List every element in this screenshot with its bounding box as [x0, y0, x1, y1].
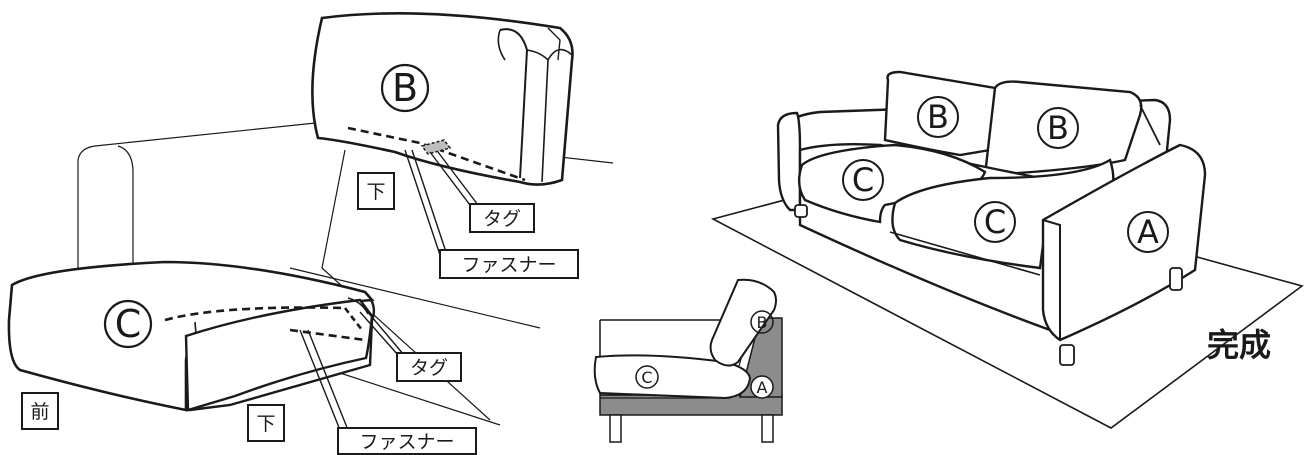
- part-letter-c: C: [115, 302, 142, 346]
- side-letter-b: B: [757, 313, 768, 332]
- front-label: 前: [30, 401, 49, 423]
- fastener-label-box-1: ファスナー: [440, 250, 578, 278]
- tag-label-2: タグ: [410, 357, 448, 379]
- bottom-label-2: 下: [256, 413, 275, 435]
- side-letter-c: C: [641, 368, 652, 387]
- bottom-label-box-2: 下: [248, 405, 284, 441]
- bottom-label-1: 下: [366, 181, 385, 203]
- complete-label: 完成: [1207, 326, 1271, 364]
- front-label-box: 前: [22, 393, 58, 429]
- side-view: B C A: [595, 280, 782, 442]
- fastener-label-box-2: ファスナー: [338, 428, 476, 454]
- seat-cushion-c: C: [9, 262, 374, 410]
- sofa-letter-c-2: C: [984, 203, 1006, 241]
- completed-sofa: B B C C A: [713, 72, 1302, 428]
- sofa-letter-a: A: [1137, 213, 1159, 251]
- tag-label-box-2: タグ: [397, 353, 461, 381]
- part-letter-b: B: [392, 66, 418, 110]
- tag-label-1: タグ: [483, 208, 521, 230]
- fastener-label-2: ファスナー: [359, 431, 454, 453]
- tag-label-box-1: タグ: [470, 204, 534, 232]
- fastener-label-1: ファスナー: [461, 254, 556, 276]
- side-letter-a: A: [757, 378, 768, 397]
- bottom-label-box-1: 下: [358, 173, 394, 209]
- sofa-letter-c-1: C: [852, 161, 874, 199]
- sofa-letter-b-1: B: [927, 98, 949, 136]
- sofa-letter-b-2: B: [1047, 109, 1069, 147]
